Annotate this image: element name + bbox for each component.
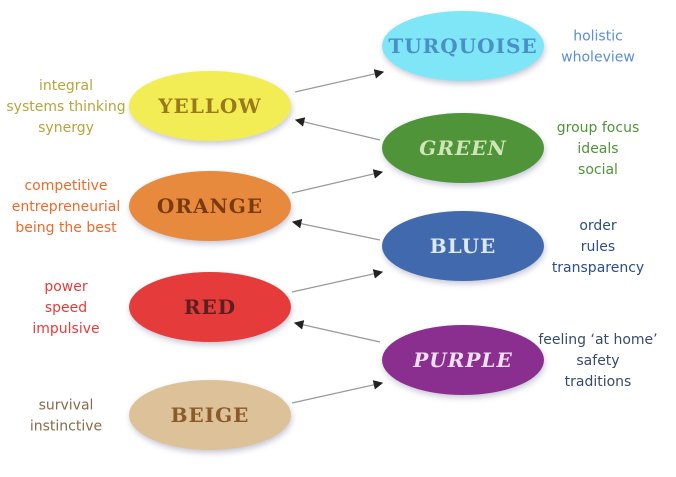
green-description-line: social <box>578 162 618 178</box>
orange-description-line: entrepreneurial <box>12 199 120 215</box>
yellow-description-line: systems thinking <box>6 99 125 115</box>
red-label: RED <box>184 295 236 319</box>
green-description-line: group focus <box>557 120 639 136</box>
level-turquoise: TURQUOISE holistic wholeview <box>382 11 635 81</box>
red-ellipse <box>129 272 291 342</box>
level-purple: PURPLE feeling ‘at home’ safety traditions <box>382 325 658 395</box>
blue-description-line: rules <box>581 239 615 255</box>
orange-ellipse <box>129 171 291 241</box>
purple-description-line: safety <box>576 353 619 369</box>
yellow-description-line: integral <box>39 78 93 94</box>
transition-arrow <box>291 269 384 293</box>
yellow-label: YELLOW <box>157 94 262 118</box>
red-description-line: power <box>44 279 88 295</box>
transition-arrow <box>294 117 381 141</box>
turquoise-label: TURQUOISE <box>388 34 537 58</box>
blue-ellipse <box>382 211 544 281</box>
transition-arrow <box>294 69 385 93</box>
level-red: RED power speed impulsive <box>32 272 291 342</box>
turquoise-ellipse <box>382 11 544 81</box>
beige-label: BEIGE <box>171 403 250 427</box>
beige-description-line: survival <box>39 398 94 414</box>
level-orange: ORANGE competitive entrepreneurial being th… <box>12 171 291 241</box>
transition-arrow <box>293 320 381 343</box>
purple-description-line: feeling ‘at home’ <box>538 332 657 348</box>
purple-description-line: traditions <box>565 374 632 390</box>
yellow-ellipse <box>129 71 291 141</box>
orange-description-line: competitive <box>24 178 107 194</box>
turquoise-description-line: holistic <box>573 29 623 45</box>
red-description-line: speed <box>45 300 87 316</box>
transition-arrow <box>291 169 384 194</box>
green-ellipse <box>382 113 544 183</box>
purple-ellipse <box>382 325 544 395</box>
transition-arrow <box>291 219 381 241</box>
purple-label: PURPLE <box>412 348 512 372</box>
beige-ellipse <box>129 380 291 450</box>
orange-label: ORANGE <box>157 194 263 218</box>
level-blue: BLUE order rules transparency <box>382 211 644 281</box>
green-label: GREEN <box>419 136 506 160</box>
level-green: GREEN group focus ideals social <box>382 113 639 183</box>
transition-arrow <box>291 380 384 404</box>
green-description-line: ideals <box>577 141 618 157</box>
level-beige: BEIGE survival instinctive <box>30 380 291 450</box>
level-yellow: YELLOW integral systems thinking synergy <box>6 71 291 141</box>
yellow-description-line: synergy <box>38 120 94 136</box>
turquoise-description-line: wholeview <box>561 50 635 66</box>
red-description-line: impulsive <box>32 321 99 337</box>
blue-description-line: transparency <box>552 260 644 276</box>
blue-label: BLUE <box>430 234 497 258</box>
beige-description-line: instinctive <box>30 419 102 435</box>
orange-description-line: being the best <box>15 220 117 236</box>
blue-description-line: order <box>579 218 617 234</box>
